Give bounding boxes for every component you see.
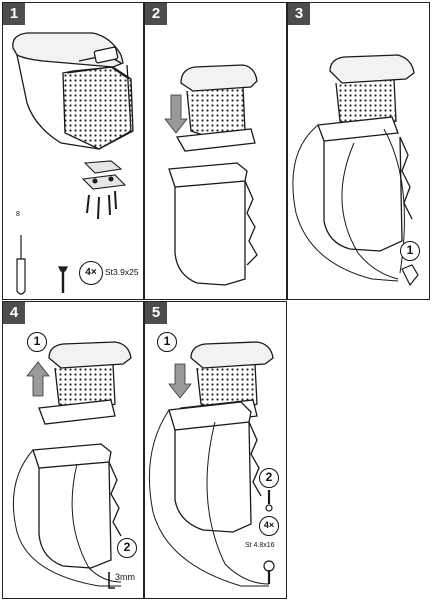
- step-2-badge: 2: [145, 3, 167, 25]
- cable-loop-5: [148, 409, 270, 587]
- step-3-badge: 3: [288, 3, 310, 25]
- quantity-circle-1: 4×: [79, 261, 103, 285]
- step-3-panel: 3 1: [287, 2, 430, 300]
- step-5-badge: 5: [145, 302, 167, 324]
- screws-1: [86, 190, 117, 220]
- step-2-illustration: [164, 64, 258, 286]
- substep-circle-4b: 2: [117, 538, 137, 558]
- substep-circle-3: 1: [400, 241, 420, 261]
- step-4-badge: 4: [3, 302, 25, 324]
- substep-circle-4a: 1: [27, 332, 47, 352]
- substep-circle-5a: 1: [157, 332, 177, 352]
- step-1-illustration: [12, 32, 134, 295]
- armrest-unit-3: [317, 54, 415, 252]
- tool-icon-3: [401, 264, 419, 287]
- screw-spec-label-5: St 4.8x16: [245, 542, 275, 549]
- screwdriver-icon: [16, 235, 26, 295]
- step-1-badge: 1: [3, 3, 25, 25]
- hex-size-label: 3mm: [115, 572, 135, 582]
- hex-key-icon: [108, 572, 115, 589]
- screw-spec-label-1: St3.9x25: [105, 267, 139, 277]
- step-5-panel: 5 1 2 4× St: [144, 301, 287, 599]
- step-5-illustration: [148, 341, 275, 587]
- substep-circle-5b: 2: [259, 468, 279, 488]
- step-4-panel: 4 1 2 3mm: [2, 301, 144, 599]
- step-4-illustration: [12, 341, 132, 589]
- mounting-plate-1: [81, 160, 127, 190]
- step-1-panel: 1: [2, 2, 144, 300]
- console-base-5: [168, 401, 262, 533]
- console-base-2: [168, 162, 258, 286]
- quantity-circle-5: 4×: [259, 516, 279, 536]
- step-2-panel: 2: [144, 2, 287, 300]
- armrest-top-2: [175, 64, 258, 152]
- down-arrow-2: [164, 94, 188, 134]
- armrest-unit-1: [12, 32, 134, 150]
- up-arrow-4: [26, 361, 50, 397]
- screw-icon: [58, 266, 68, 293]
- cable-loop-3: [292, 124, 405, 282]
- screw-stack-icon: [263, 490, 275, 584]
- screwdriver-size-label: 8: [16, 211, 20, 218]
- empty-cell: [287, 301, 430, 599]
- armrest-top-4: [38, 341, 132, 425]
- console-base-4: [32, 443, 122, 569]
- cable-loop-4: [12, 449, 122, 587]
- down-arrow-5: [168, 363, 192, 399]
